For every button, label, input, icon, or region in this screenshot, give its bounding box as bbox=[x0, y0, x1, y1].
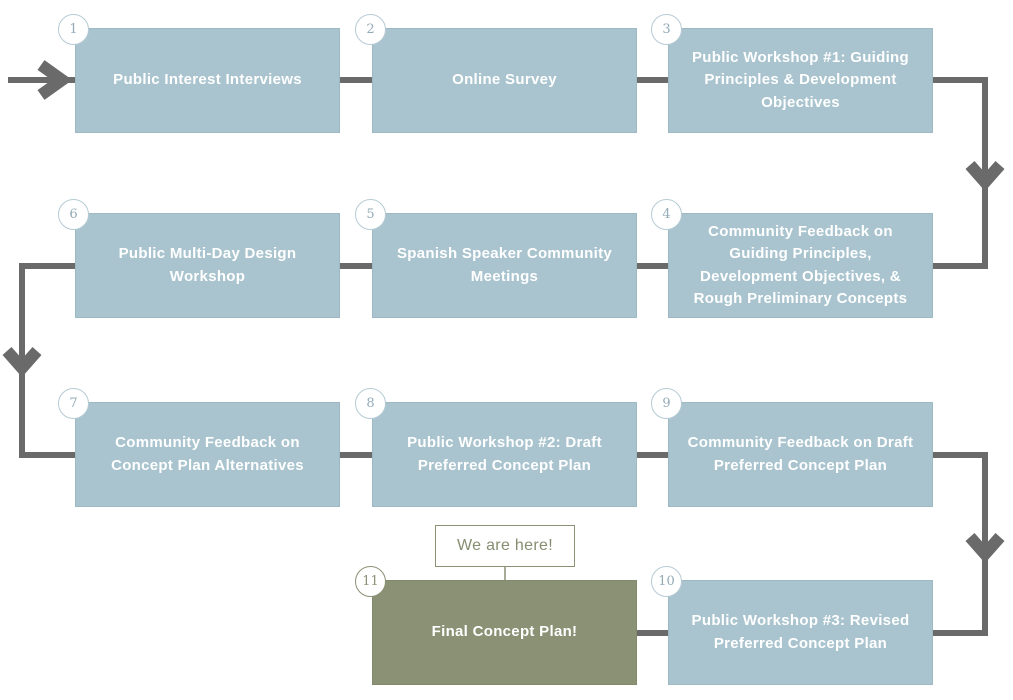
we-are-here-callout: We are here! bbox=[435, 525, 575, 567]
step-box-9: 9 Community Feedback on Draft Preferred … bbox=[651, 388, 933, 507]
step-box-3: 3 Public Workshop #1: Guiding Principles… bbox=[651, 14, 933, 133]
flow-start-arrow-icon bbox=[37, 60, 73, 100]
connector-6-7 bbox=[19, 263, 77, 458]
step-label: Spanish Speaker Community Meetings bbox=[396, 245, 613, 285]
step-label: Public Interest Interviews bbox=[113, 71, 302, 89]
down-arrow-icon-right-1 bbox=[965, 161, 1005, 192]
step-box-6: 6 Public Multi-Day Design Workshop bbox=[58, 199, 340, 318]
callout-label: We are here! bbox=[456, 537, 554, 554]
step-number-badge: 11 bbox=[355, 566, 386, 597]
step-number-badge: 8 bbox=[355, 388, 386, 419]
step-label: Final Concept Plan! bbox=[431, 623, 578, 641]
step-box-11: 11 Final Concept Plan! bbox=[355, 566, 637, 685]
step-number-badge: 5 bbox=[355, 199, 386, 230]
step-label: Public Workshop #3: Revised Preferred Co… bbox=[691, 612, 910, 652]
down-arrow-icon-left bbox=[2, 347, 42, 378]
connector-3-4 bbox=[931, 77, 988, 269]
step-box-4: 4 Community Feedback on Guiding Principl… bbox=[651, 199, 933, 318]
step-box-5: 5 Spanish Speaker Community Meetings bbox=[355, 199, 637, 318]
step-label: Public Multi-Day Design Workshop bbox=[118, 245, 297, 285]
step-label: Community Feedback on Concept Plan Alter… bbox=[111, 434, 304, 474]
step-box-7: 7 Community Feedback on Concept Plan Alt… bbox=[58, 388, 340, 507]
step-label: Public Workshop #1: Guiding Principles &… bbox=[691, 48, 909, 111]
step-number-badge: 9 bbox=[651, 388, 682, 419]
step-number-badge: 3 bbox=[651, 14, 682, 45]
connector-9-10 bbox=[931, 452, 988, 636]
down-arrow-icon-right-2 bbox=[965, 533, 1005, 564]
step-box-2: 2 Online Survey bbox=[355, 14, 637, 133]
step-number-badge: 1 bbox=[58, 14, 89, 45]
step-box-1: 1 Public Interest Interviews bbox=[58, 14, 340, 133]
step-number-badge: 2 bbox=[355, 14, 386, 45]
step-box-8: 8 Public Workshop #2: Draft Preferred Co… bbox=[355, 388, 637, 507]
step-label: Public Workshop #2: Draft Preferred Conc… bbox=[407, 434, 602, 474]
step-number-badge: 7 bbox=[58, 388, 89, 419]
step-label: Community Feedback on Guiding Principles… bbox=[693, 222, 908, 308]
step-box-10: 10 Public Workshop #3: Revised Preferred… bbox=[651, 566, 933, 685]
step-label: Online Survey bbox=[452, 71, 557, 89]
step-number-badge: 10 bbox=[651, 566, 682, 597]
step-label: Community Feedback on Draft Preferred Co… bbox=[687, 434, 914, 474]
step-number-badge: 4 bbox=[651, 199, 682, 230]
step-number-badge: 6 bbox=[58, 199, 89, 230]
